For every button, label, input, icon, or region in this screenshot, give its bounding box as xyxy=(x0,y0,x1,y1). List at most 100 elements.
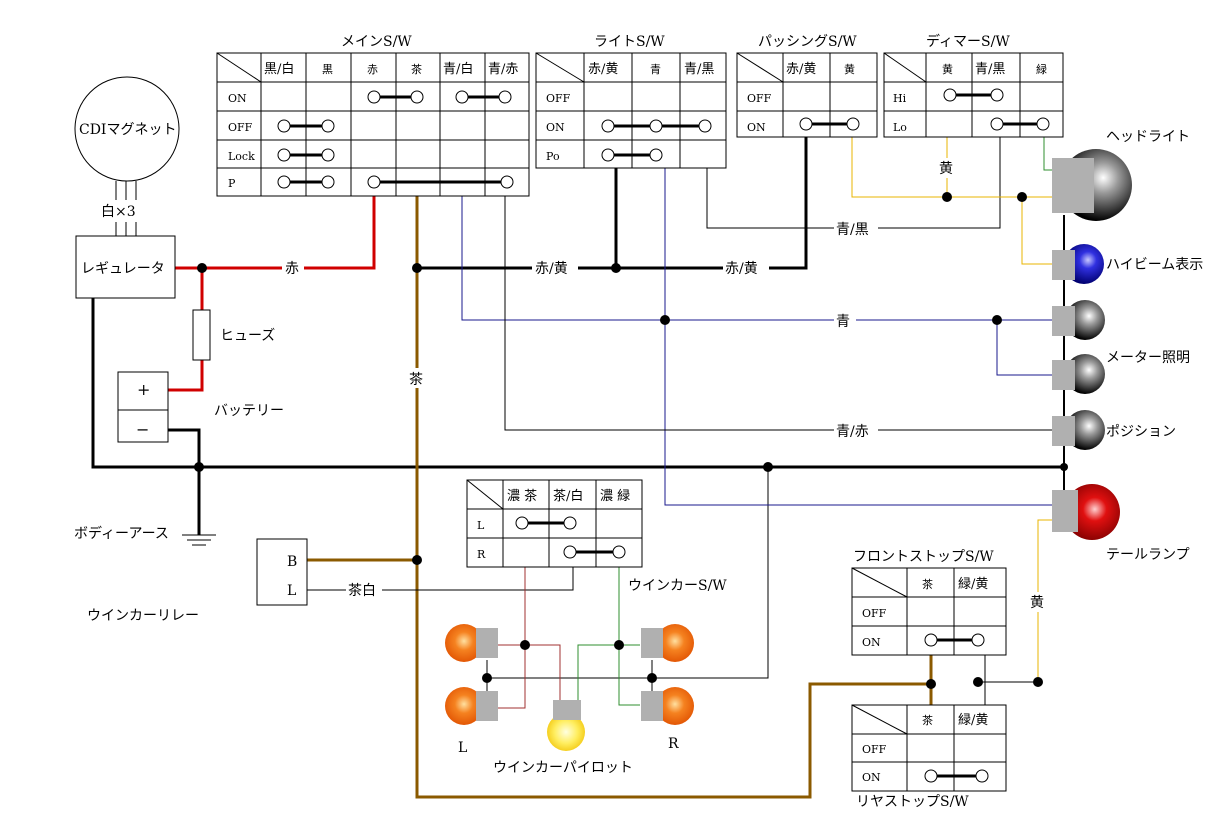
battery: + − バッテリー xyxy=(117,371,284,443)
passing-connections xyxy=(799,117,860,131)
meter-lamp: メーター照明 xyxy=(1052,350,1190,394)
main-col-header: 黒 xyxy=(322,63,333,76)
rear-stop-col-header: 茶 xyxy=(922,714,933,727)
winker-col-header: 濃 緑 xyxy=(600,489,630,504)
cdi-wire-label: 白×3 xyxy=(101,204,136,220)
front-stop-switch-title: フロントストップS/W xyxy=(853,549,994,565)
main-col-header: 赤 xyxy=(367,63,378,76)
pilot-label: ウインカーパイロット xyxy=(493,760,633,776)
winker-col-header: 茶/白 xyxy=(553,488,583,504)
front-stop-col-header: 茶 xyxy=(922,578,933,591)
junction-dot xyxy=(942,192,952,202)
dimmer-col-header: 黄 xyxy=(942,62,953,76)
wire-label-yellow: 黄 xyxy=(1030,594,1044,611)
junction-dot xyxy=(482,673,492,683)
passing-col-header: 赤/黄 xyxy=(786,62,816,77)
light-col-header: 青/黒 xyxy=(684,62,714,77)
dimmer-switch-title: ディマーS/W xyxy=(926,33,1010,50)
wire-label-red: 赤 xyxy=(285,261,299,277)
winker-switch-table: 濃 茶 茶/白 濃 緑 L R ウインカーS/W xyxy=(466,479,727,594)
winker-row-label: R xyxy=(477,548,486,561)
relay-b: B xyxy=(287,554,297,570)
blue-wire xyxy=(461,196,1060,321)
wire-label-blue: 青 xyxy=(836,314,850,330)
main-row-label: P xyxy=(228,177,236,190)
main-col-header: 黒/白 xyxy=(264,61,294,77)
light-switch-title: ライトS/W xyxy=(594,34,665,50)
dimmer-row-label: Lo xyxy=(893,121,907,134)
wire-label-blue-black: 青/黒 xyxy=(836,222,869,238)
main-row-label: Lock xyxy=(228,150,255,163)
light-connections xyxy=(601,119,712,162)
main-row-label: OFF xyxy=(228,121,253,134)
tail-lamp: テールランプ xyxy=(1052,484,1190,563)
relay-label: ウインカーリレー xyxy=(87,608,199,624)
headlight: ヘッドライト xyxy=(1052,129,1190,221)
front-stop-col-header: 緑/黄 xyxy=(958,577,988,592)
ground-label: ボディーアース xyxy=(74,525,169,542)
winker-lamp-front-right xyxy=(641,624,694,662)
blue-wire-light xyxy=(664,168,1060,506)
highbeam-indicator: ハイビーム表示 xyxy=(1052,244,1203,284)
main-col-header: 青/赤 xyxy=(488,62,518,77)
yellow-wire-hi xyxy=(851,137,1060,198)
rear-stop-row-label: ON xyxy=(862,771,881,784)
meter-label: メーター照明 xyxy=(1106,350,1190,366)
junction-dot xyxy=(197,263,207,273)
wire-label-yellow: 黄 xyxy=(939,160,953,177)
wires xyxy=(91,137,1065,799)
light-col-header: 赤/黄 xyxy=(588,62,618,77)
winker-lamp-front-left xyxy=(445,624,498,662)
main-switch-table: メインS/W 黒/白 黒 赤 茶 青/白 青/赤 ON OFF Lock xyxy=(216,34,530,197)
winker-pilot-lamp: ウインカーパイロット xyxy=(493,700,633,776)
junction-dot xyxy=(1060,463,1068,471)
blue-red-wire xyxy=(504,196,1060,431)
yellow-wire-highbeam xyxy=(1021,197,1060,265)
passing-col-header: 黄 xyxy=(844,62,855,76)
green-wire-r2 xyxy=(618,645,640,706)
main-connections xyxy=(277,90,514,189)
battery-label: バッテリー xyxy=(214,403,284,419)
main-col-header: 茶 xyxy=(411,63,422,76)
green-wire-winker xyxy=(577,567,620,700)
winker-lamp-rear-right xyxy=(641,687,694,725)
passing-row-label: OFF xyxy=(747,92,772,105)
relay-l: L xyxy=(287,583,296,599)
junction-dot xyxy=(412,263,422,273)
junction-dot xyxy=(614,640,624,650)
rear-stop-switch-table: 茶 緑/黄 OFF ON リヤストップS/W xyxy=(851,704,1007,810)
winker-relay: B L ウインカーリレー xyxy=(87,538,308,624)
dimmer-switch-table: ディマーS/W 黄 青/黒 緑 Hi Lo xyxy=(883,33,1064,138)
junction-dot xyxy=(1017,192,1027,202)
passing-switch-title: パッシングS/W xyxy=(758,34,857,50)
light-switch-table: ライトS/W 赤/黄 青 青/黒 OFF ON Po xyxy=(535,34,727,169)
battery-plus: + xyxy=(137,380,150,399)
black-wire-battery-neg xyxy=(168,428,201,535)
junction-dot xyxy=(520,640,530,650)
junction-dot xyxy=(973,677,983,687)
front-stop-connections xyxy=(924,633,985,647)
front-stop-row-label: ON xyxy=(862,636,881,649)
main-switch-title: メインS/W xyxy=(341,34,412,50)
junction-dot xyxy=(1033,677,1043,687)
highbeam-label: ハイビーム表示 xyxy=(1106,257,1203,273)
position-label: ポジション xyxy=(1106,424,1176,440)
front-stop-row-label: OFF xyxy=(862,607,887,620)
rear-stop-switch-title: リヤストップS/W xyxy=(856,794,969,810)
junction-dot xyxy=(611,263,621,273)
junction-dot xyxy=(992,315,1002,325)
fuse-label: ヒューズ xyxy=(220,328,275,344)
red-wire-battery xyxy=(168,360,204,392)
junction-dot xyxy=(926,679,936,689)
junction-dot xyxy=(412,555,422,565)
front-stop-switch-table: フロントストップS/W 茶 緑/黄 OFF ON xyxy=(851,549,1007,656)
winker-switch-title: ウインカーS/W xyxy=(628,578,727,594)
junctions xyxy=(194,192,1068,689)
wire-label-brown: 茶 xyxy=(409,372,423,388)
main-col-header: 青/白 xyxy=(443,61,473,77)
wire-label-red-yellow: 赤/黄 xyxy=(725,260,758,277)
regulator-label: レギュレータ xyxy=(81,261,165,277)
wire-labels: 赤 赤/黄 赤/黄 青/黒 青 青/赤 茶 茶白 黄 黄 xyxy=(282,158,1049,612)
rear-stop-connections xyxy=(924,769,989,783)
